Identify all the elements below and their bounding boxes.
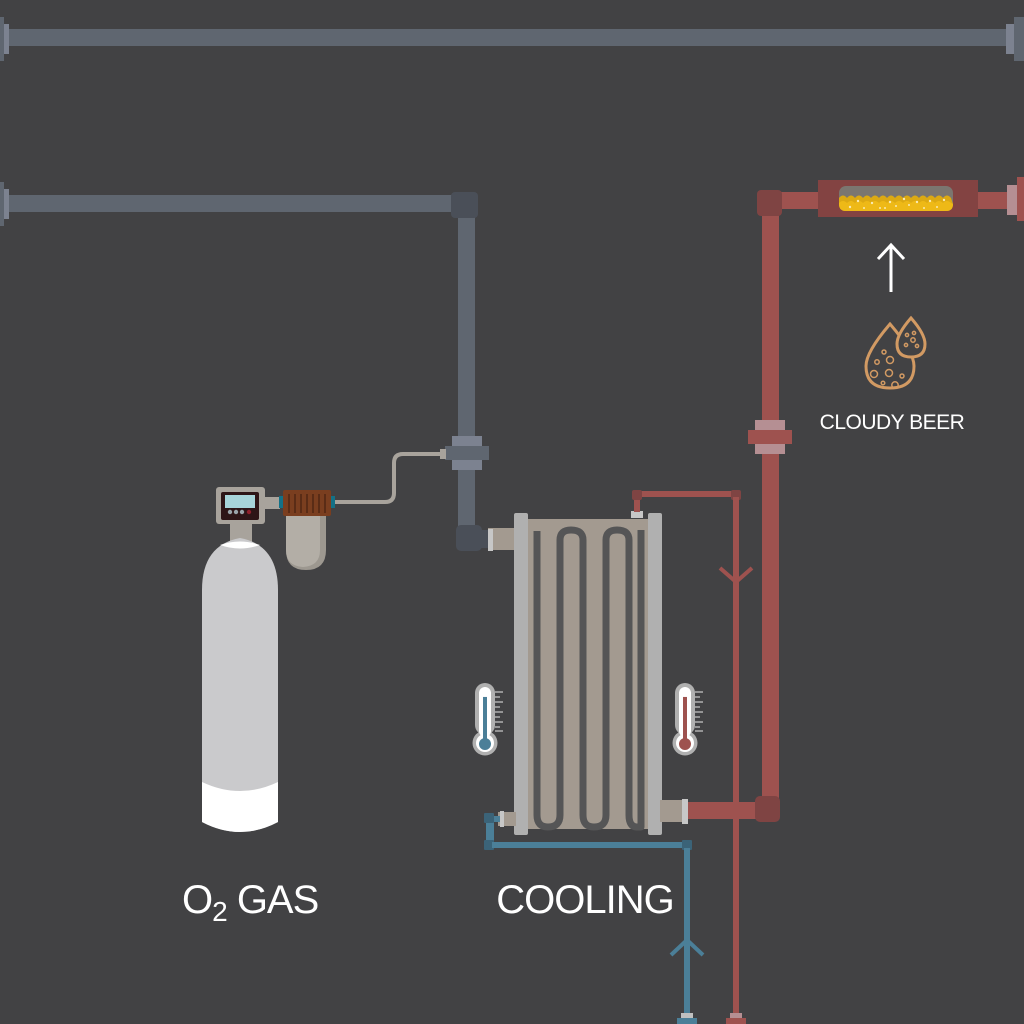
droplet-bubbles	[869, 330, 920, 389]
beer-coupling-bottom	[755, 444, 785, 454]
exchanger-beer-inlet-flange	[682, 799, 688, 824]
regulator-outlet	[265, 497, 280, 509]
coolant-out-horizontal	[636, 491, 736, 497]
o2-label-prefix: O	[182, 878, 212, 922]
coolant-outlet-line	[632, 490, 754, 1024]
exchanger-bottom-left-flange	[500, 811, 504, 827]
coolant-in-vertical	[684, 848, 690, 1015]
cloudy-beer-icon	[864, 315, 927, 390]
pipe-end-cap-right	[1014, 17, 1024, 61]
pipe-flange-right	[1006, 24, 1014, 54]
exchanger-top-nozzle	[631, 511, 643, 518]
exchanger-inlet-stub	[488, 528, 518, 550]
coolant-out-vertical	[733, 497, 739, 1015]
branch-end-cap	[0, 182, 4, 226]
thermometer-cold	[472, 683, 503, 756]
beer-elbow-bottom	[755, 796, 780, 822]
injection-fitting-body	[445, 446, 489, 460]
beer-flange-right	[1007, 185, 1017, 215]
beer-coupling-top	[755, 420, 785, 430]
elbow-outlet	[480, 530, 490, 548]
o2-cylinder	[202, 487, 280, 832]
cylinder-body	[202, 538, 278, 832]
coolant-in-elbow-bottom	[484, 840, 494, 850]
pipe-end-cap-left	[0, 17, 4, 61]
thermometer-bulb	[679, 738, 691, 750]
flow-arrow-up-icon	[669, 937, 705, 957]
gas-branch-vertical	[458, 215, 475, 535]
filter-head-ribs	[288, 494, 326, 513]
beer-pipe-top-right	[975, 192, 1010, 209]
pipe-elbow-bottom	[456, 525, 482, 551]
cooling-coil	[533, 526, 645, 831]
coolant-in-elbow-top	[484, 813, 494, 823]
filter-inlet-connector	[279, 496, 284, 508]
heat-exchanger	[488, 511, 688, 835]
sight-glass	[818, 180, 978, 217]
injection-fitting-top	[452, 436, 482, 446]
beer-pipe-vertical	[762, 205, 779, 810]
coolant-in-vertical-short	[486, 816, 494, 846]
thermometer-hot	[672, 683, 703, 756]
o2-label-suffix: GAS	[227, 878, 319, 922]
beer-pipe-to-exchanger	[685, 802, 765, 819]
beer-pipe-top-left	[775, 192, 825, 209]
coolant-in-flange	[681, 1013, 693, 1018]
regulator-button	[239, 509, 245, 515]
coolant-out-cap	[726, 1018, 746, 1024]
beer-line	[685, 177, 1024, 822]
beer-elbow-top	[757, 190, 782, 216]
coolant-inlet-line	[484, 813, 705, 1024]
thermometer-level	[683, 696, 687, 741]
regulator-button	[227, 509, 233, 515]
flow-arrow-down-icon	[718, 566, 754, 585]
injection-fitting-bottom	[452, 460, 482, 470]
cylinder-valve-neck	[230, 520, 252, 542]
thermometer-scale	[695, 691, 703, 732]
thermometer-scale	[495, 691, 503, 732]
coolant-in-elbow-right	[682, 840, 692, 850]
o2-gas-label: O2 GAS	[182, 878, 318, 927]
digital-regulator	[216, 487, 280, 524]
main-gas-pipe	[8, 29, 1016, 46]
regulator-button	[233, 509, 239, 515]
coolant-out-riser	[634, 500, 640, 512]
gas-hose	[335, 452, 442, 504]
beer-end-cap-right	[1017, 177, 1024, 221]
beer-coupling-body	[748, 430, 792, 444]
arrow-up-icon	[876, 242, 906, 261]
coolant-out-elbow-left	[632, 490, 642, 500]
cylinder-highlight	[220, 541, 260, 549]
filter-bowl	[286, 516, 320, 567]
filter-outlet-connector	[330, 496, 335, 508]
gas-branch-line	[0, 182, 490, 551]
cloudy-beer-label: CLOUDY BEER	[820, 411, 965, 434]
coolant-in-horizontal	[492, 842, 684, 848]
gas-filter	[279, 449, 446, 570]
exchanger-inlet-flange	[488, 529, 493, 551]
gas-branch-horizontal	[8, 195, 458, 212]
exchanger-frame-right	[648, 513, 662, 835]
thermometer-level	[483, 696, 487, 741]
exchanger-beer-inlet-stub	[660, 800, 685, 822]
cooling-label: COOLING	[496, 878, 673, 922]
coolant-out-flange	[730, 1013, 742, 1018]
regulator-screen	[225, 495, 255, 508]
exchanger-frame-left	[514, 513, 528, 835]
beer-bubbles	[848, 197, 946, 209]
hose-nozzle	[440, 449, 446, 459]
thermometer-bulb	[479, 738, 491, 750]
flow-arrow-up-to-sight-glass	[876, 242, 906, 292]
main-gas-line	[0, 17, 1024, 61]
pipe-elbow-top	[451, 192, 478, 218]
pipe-flange-left	[4, 24, 9, 54]
cylinder-base	[202, 782, 278, 832]
branch-flange	[4, 189, 9, 219]
o2-label-subscript: 2	[212, 896, 227, 927]
coolant-in-cap	[677, 1018, 697, 1024]
regulator-button-red	[246, 509, 252, 515]
